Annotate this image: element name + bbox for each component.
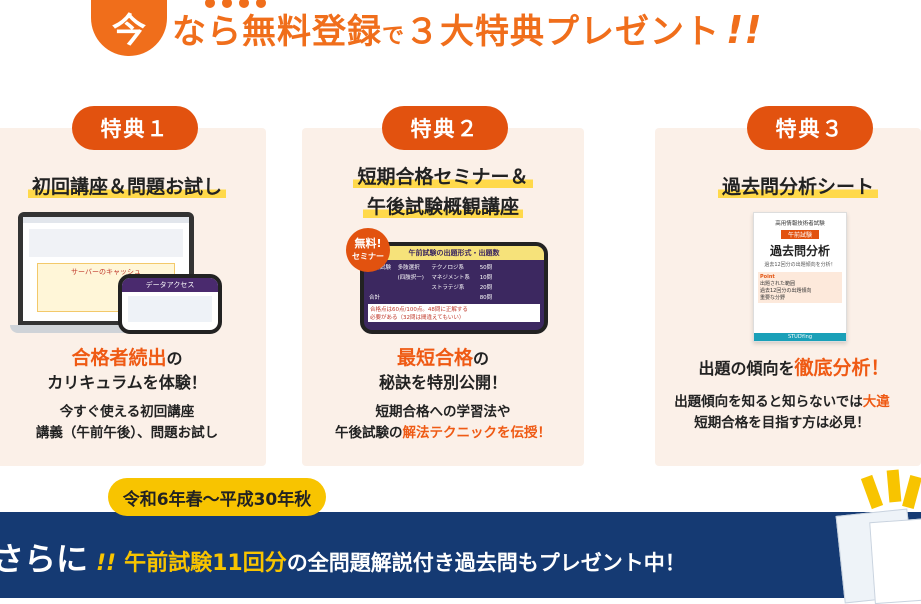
phone-mockup: 午前試験の出題形式・出題数 午前試験多肢選択テクノロジ系50問 (四肢択一)マネ… <box>360 242 548 334</box>
benefit-description: 出題傾向を知ると知らないでは大違 短期合格を目指す方は必見！ <box>674 394 890 431</box>
bonus-banner: さらに!!午前試験11回分の全問題解説付き過去問もプレゼント中！ <box>0 508 921 604</box>
benefit-tab: 特典１ <box>72 106 198 150</box>
headline-exclaim: !! <box>726 8 763 52</box>
phone-mockup: データアクセス <box>118 274 222 334</box>
benefit-lead: 出題の傾向を徹底分析！ <box>698 357 890 379</box>
decor-dot <box>222 0 232 8</box>
headline-main: なら無料登録 <box>172 12 382 52</box>
period-tag: 令和6年春〜平成30年秋 <box>108 478 326 516</box>
decor-dot <box>256 0 266 8</box>
decor-dot <box>239 0 249 8</box>
benefit-title: 過去問分析シート <box>675 172 921 199</box>
point-box: Point 出題された範囲 過去12回分の出題傾向 重要な分野 <box>758 272 842 303</box>
benefit-lead: 合格者続出の カリキュラムを体験！ <box>47 347 207 392</box>
free-seminar-badge: 無料! セミナー <box>346 228 390 272</box>
decor-burst <box>886 469 902 503</box>
benefit-lead: 最短合格の 秘訣を特別公開！ <box>378 347 507 392</box>
benefit-description: 今すぐ使える初回講座 講義（午前午後）、問題お試し <box>35 404 219 441</box>
slide-note: 合格点は60点/100点。48問に正解する 必要がある（32問は間違えてもいい） <box>368 304 540 322</box>
headline: 今 なら無料登録で３大特典プレゼント!! <box>0 0 921 64</box>
headline-end: ３大特典プレゼント <box>405 12 721 52</box>
benefit-description: 短期合格への学習法や 午後試験の解法テクニックを伝授！ <box>335 404 551 441</box>
decor-burst <box>860 474 884 510</box>
benefit-title: 初回講座＆問題お試し <box>0 172 266 199</box>
headline-text: なら無料登録で３大特典プレゼント!! <box>172 4 763 53</box>
benefit-tab: 特典２ <box>382 106 508 150</box>
benefit-card-1: 特典１ 初回講座＆問題お試し サーバーのキャッシュ データアクセス 合格者続出の… <box>0 106 266 466</box>
banner-text: さらに!!午前試験11回分の全問題解説付き過去問もプレゼント中！ <box>0 540 686 578</box>
benefit-tab: 特典３ <box>747 106 873 150</box>
benefit-title: 短期合格セミナー＆ 午後試験概観講座 <box>302 162 584 222</box>
decor-dot <box>205 0 215 8</box>
benefit-card-2: 特典２ 短期合格セミナー＆ 午後試験概観講座 午前試験の出題形式・出題数 午前試… <box>302 106 584 466</box>
decor-burst <box>902 474 921 510</box>
now-badge: 今 <box>91 0 167 56</box>
benefit-card-3: 特典３ 過去問分析シート 高用情報技術者試験 午前試験 過去問分析 過去12回分… <box>655 106 921 466</box>
analysis-sheet-image: 高用情報技術者試験 午前試験 過去問分析 過去12回分の出題傾向を分析！ Poi… <box>753 212 847 342</box>
headline-particle: で <box>382 24 406 49</box>
